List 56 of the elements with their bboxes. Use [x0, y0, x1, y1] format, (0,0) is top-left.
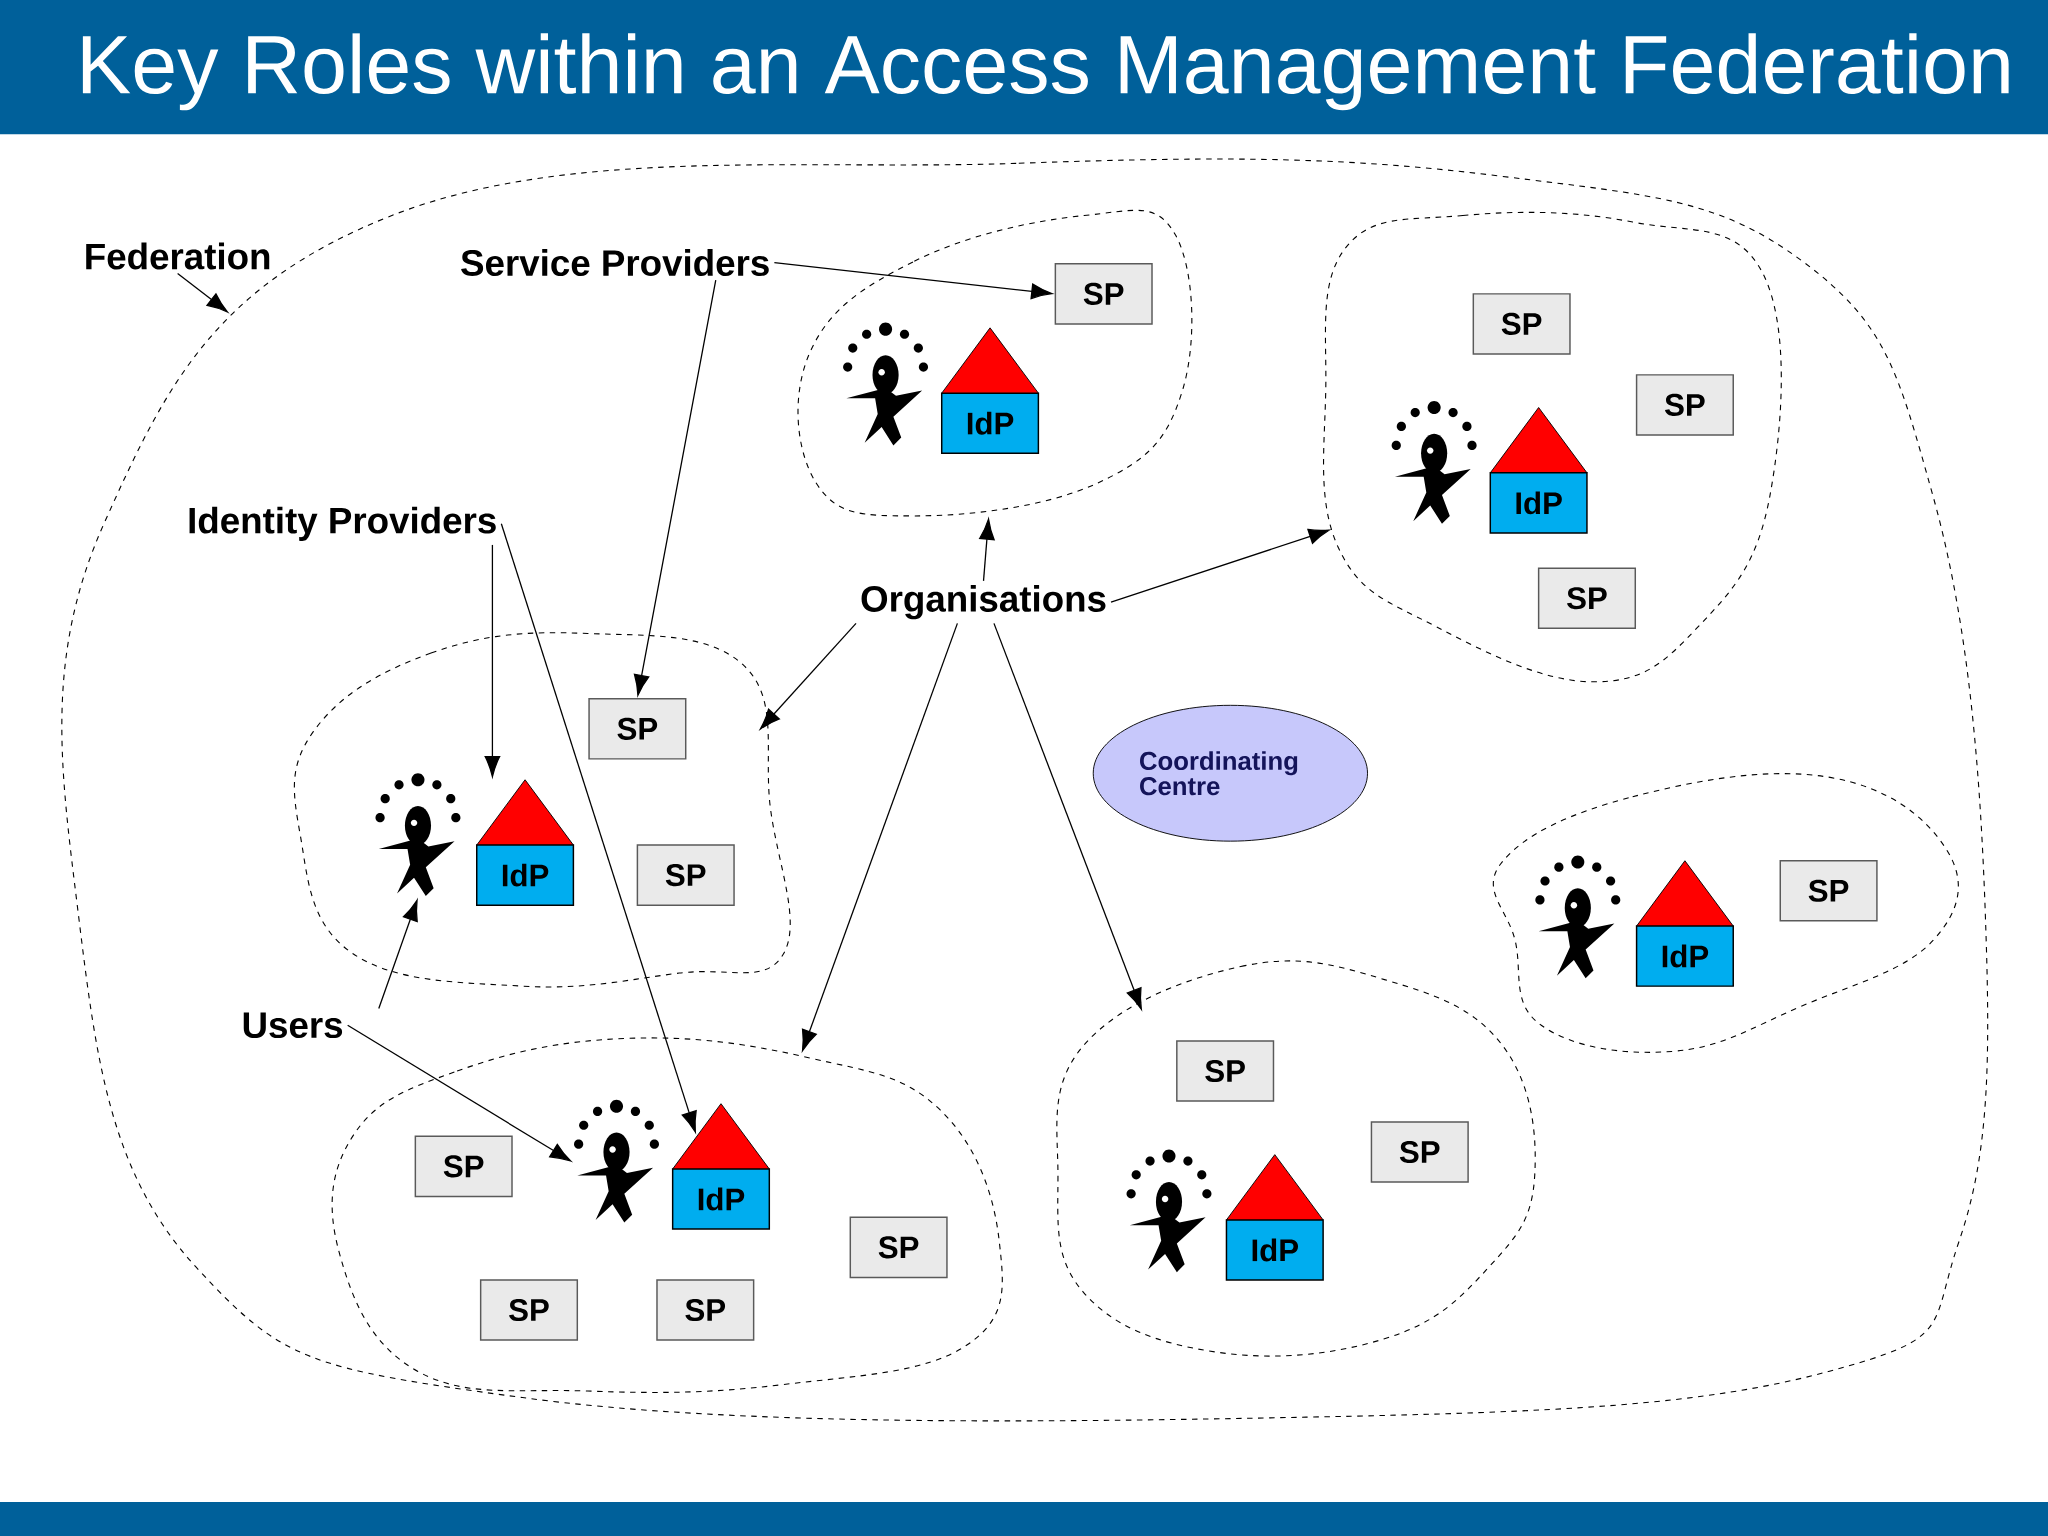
role-label: Service Providers [461, 249, 769, 276]
person-drawing [843, 322, 929, 446]
node-label: IdP [1252, 1238, 1299, 1262]
idp-house: IdP [1225, 1154, 1324, 1281]
role-label: Organisations [861, 584, 1106, 620]
arrow [378, 899, 418, 1010]
dashed-cloud [797, 209, 1193, 517]
arrow [633, 279, 717, 696]
dashed-cloud [61, 158, 1989, 1422]
sp-box: SP [656, 1279, 755, 1341]
idp-house: IdP [1489, 407, 1588, 534]
arrow [500, 523, 697, 1133]
diagram-title: Key Roles within an Access Management Federation [82, 33, 2009, 111]
role-label: Users [243, 1012, 343, 1039]
node-label: IdP [967, 411, 1014, 435]
role-label: Identity Providers [189, 506, 496, 541]
sp-box: SP [636, 844, 735, 906]
sp-box: SP [1176, 1040, 1275, 1102]
person-drawing [375, 773, 461, 896]
dashed-cloud [1056, 960, 1536, 1357]
sp-box: SP [1370, 1121, 1469, 1183]
dashed-cloud [1323, 211, 1782, 683]
sp-box: SP [479, 1279, 579, 1341]
arrow [773, 261, 1053, 300]
idp-house: IdP [476, 779, 575, 906]
role-label: Federation [86, 242, 270, 270]
sp-box: SP [414, 1135, 513, 1198]
sp-box: SP [1537, 567, 1637, 629]
node-label: IdP [1516, 491, 1562, 515]
arrow [979, 518, 995, 582]
arrow [1110, 528, 1330, 603]
node-label: IdP [698, 1187, 745, 1211]
sp-box: SP [849, 1216, 948, 1279]
idp-house: IdP [671, 1103, 771, 1230]
sp-box: SP [1779, 860, 1878, 922]
node-label: IdP [1662, 944, 1709, 968]
idp-house: IdP [941, 327, 1040, 454]
arrow [177, 272, 228, 313]
sp-box: SP [1635, 374, 1734, 436]
arrow [347, 1024, 572, 1162]
arrow [801, 622, 959, 1052]
arrow [993, 622, 1142, 1010]
person-drawing [1391, 401, 1477, 524]
dashed-cloud [331, 1037, 1003, 1393]
sp-box: SP [1054, 263, 1153, 325]
person-drawing [1126, 1149, 1212, 1273]
node-label: IdP [502, 863, 549, 887]
arrow [484, 544, 501, 778]
dashed-cloud [1492, 773, 1959, 1053]
idp-house: IdP [1635, 860, 1734, 987]
arrow [759, 622, 857, 730]
sp-box: SP [1472, 293, 1571, 355]
sp-box: SP [588, 698, 687, 760]
person-drawing [574, 1099, 659, 1223]
person-drawing [1535, 855, 1621, 979]
dashed-cloud [293, 632, 791, 988]
